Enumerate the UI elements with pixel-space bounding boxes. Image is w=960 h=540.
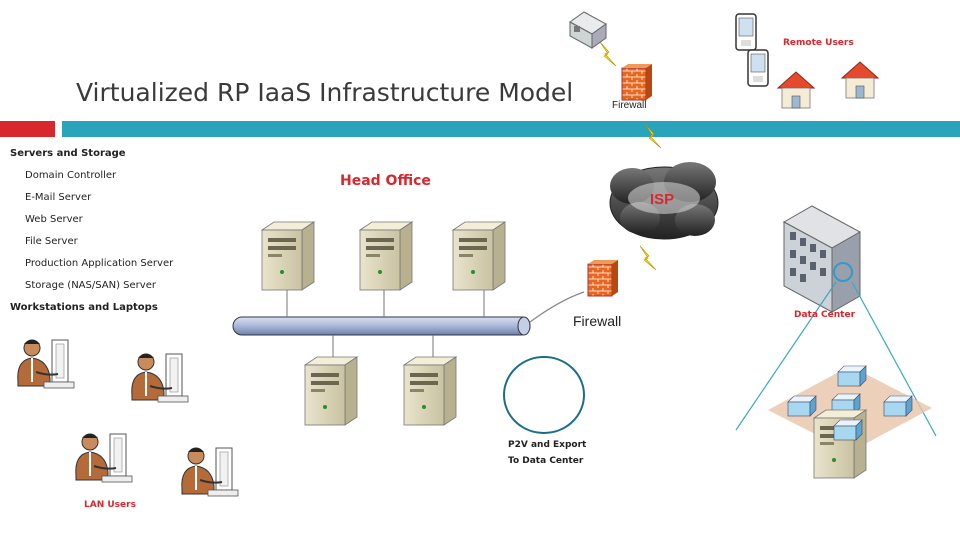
title-accent-teal-bar [62,121,960,137]
mobile-phone-icon [735,13,757,51]
server-item: Storage (NAS/SAN) Server [25,280,156,291]
mobile-phone-icon [747,49,769,87]
lightning-icon [639,245,657,271]
isp-cloud-icon [609,162,719,240]
house-icon [777,71,815,109]
firewall-main-label: Firewall [573,313,622,329]
p2v-line-1: P2V and Export [508,440,587,450]
network-backbone-bus [232,316,531,336]
server-list: Servers and Storage Domain Controller E-… [10,147,173,323]
page-title: Virtualized RP IaaS Infrastructure Model [76,78,574,107]
server-item: E-Mail Server [25,192,92,203]
servers-heading: Servers and Storage [10,148,126,159]
server-icon [261,221,315,291]
server-item: File Server [25,236,78,247]
remote-users-label: Remote Users [783,38,854,48]
title-accent-red-bar [0,121,55,137]
server-icon [452,221,506,291]
house-icon [841,61,879,99]
p2v-circle [503,356,585,434]
isp-label: ISP [650,191,674,208]
lan-user-icon [16,339,75,389]
server-item: Production Application Server [25,258,174,269]
workstation-icon [833,419,863,441]
lan-users-label: LAN Users [84,500,136,510]
remote-computer-icon [569,11,607,49]
server-item: Domain Controller [25,170,117,181]
lan-user-icon [180,447,239,497]
data-center-building-icon [782,205,862,313]
server-icon [304,356,358,426]
workstation-icon [837,365,867,387]
server-item: Web Server [25,214,83,225]
link-line [529,291,585,323]
lightning-icon [599,41,617,67]
lan-user-icon [130,353,189,403]
p2v-label: P2V and Export To Data Center [508,437,586,469]
workstation-icon [787,395,817,417]
data-center-floor [768,365,932,479]
firewall-icon [587,259,619,297]
server-icon [403,356,457,426]
lightning-icon [644,123,662,149]
server-icon [359,221,413,291]
workstations-heading: Workstations and Laptops [10,302,158,313]
data-center-label: Data Center [794,310,856,320]
workstation-icon [883,395,913,417]
firewall-top-label: Firewall [612,100,647,111]
p2v-line-2: To Data Center [508,456,584,466]
firewall-icon [621,63,653,101]
lan-user-icon [74,433,133,483]
head-office-label: Head Office [340,173,431,189]
